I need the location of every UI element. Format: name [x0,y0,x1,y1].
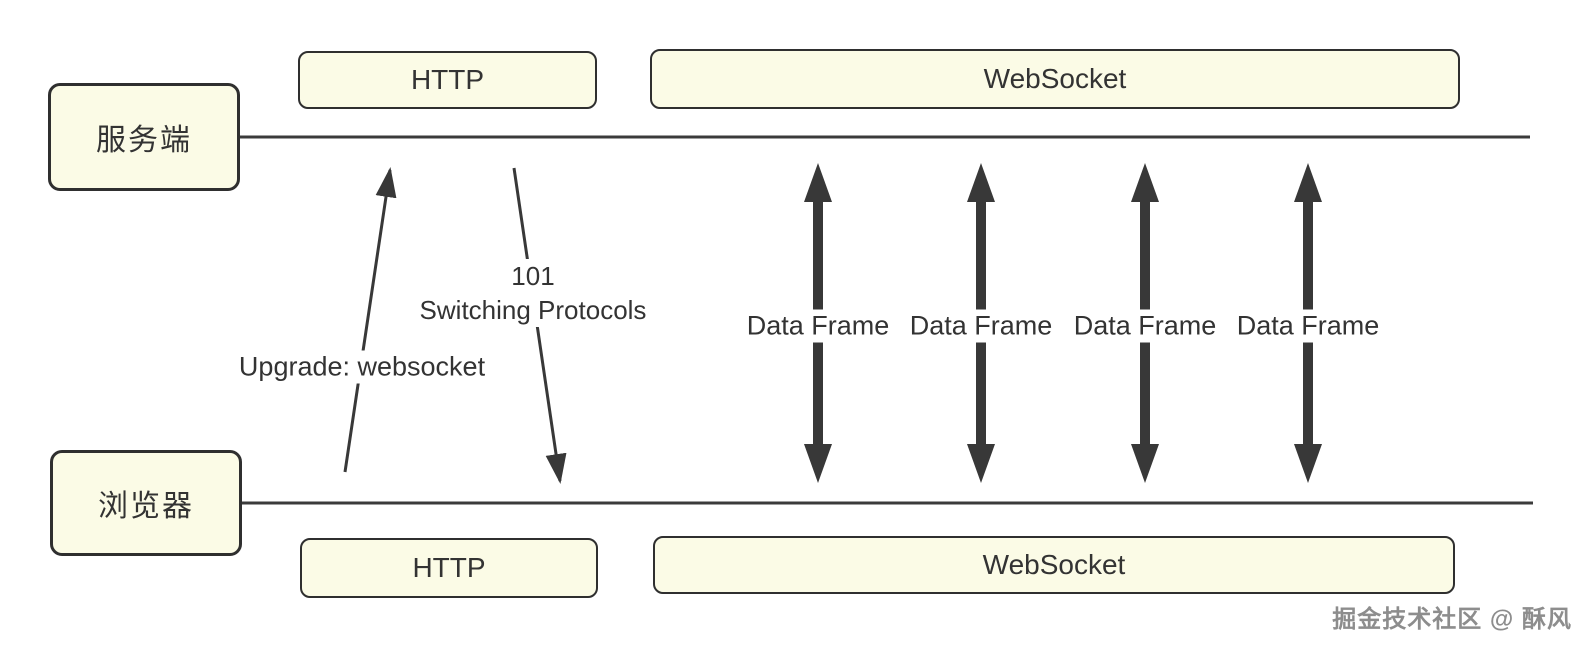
http-phase-box-top: HTTP [298,51,597,109]
browser-node: 浏览器 [50,450,242,556]
websocket-phase-box-bottom: WebSocket [653,536,1455,594]
switching-protocols-label: 101 Switching Protocols [414,259,652,327]
websocket-phase-label: WebSocket [982,549,1126,580]
http-phase-box-bottom: HTTP [300,538,598,598]
websocket-phase-label: WebSocket [983,63,1127,94]
server-label: 服务端 [96,124,192,157]
data-frame-label: Data Frame [1068,309,1222,343]
upgrade-request-label: Upgrade: websocket [233,350,491,384]
server-node: 服务端 [48,83,240,191]
data-frame-label: Data Frame [904,309,1058,343]
browser-label: 浏览器 [98,490,194,523]
watermark-text: 掘金技术社区 @ 酥风 [1332,606,1572,633]
http-phase-label: HTTP [412,552,486,583]
http-phase-label: HTTP [410,64,485,95]
data-frame-label: Data Frame [1231,309,1385,343]
websocket-phase-box-top: WebSocket [650,49,1460,109]
data-frame-label: Data Frame [741,309,895,343]
upgrade-request-arrow [343,167,397,473]
